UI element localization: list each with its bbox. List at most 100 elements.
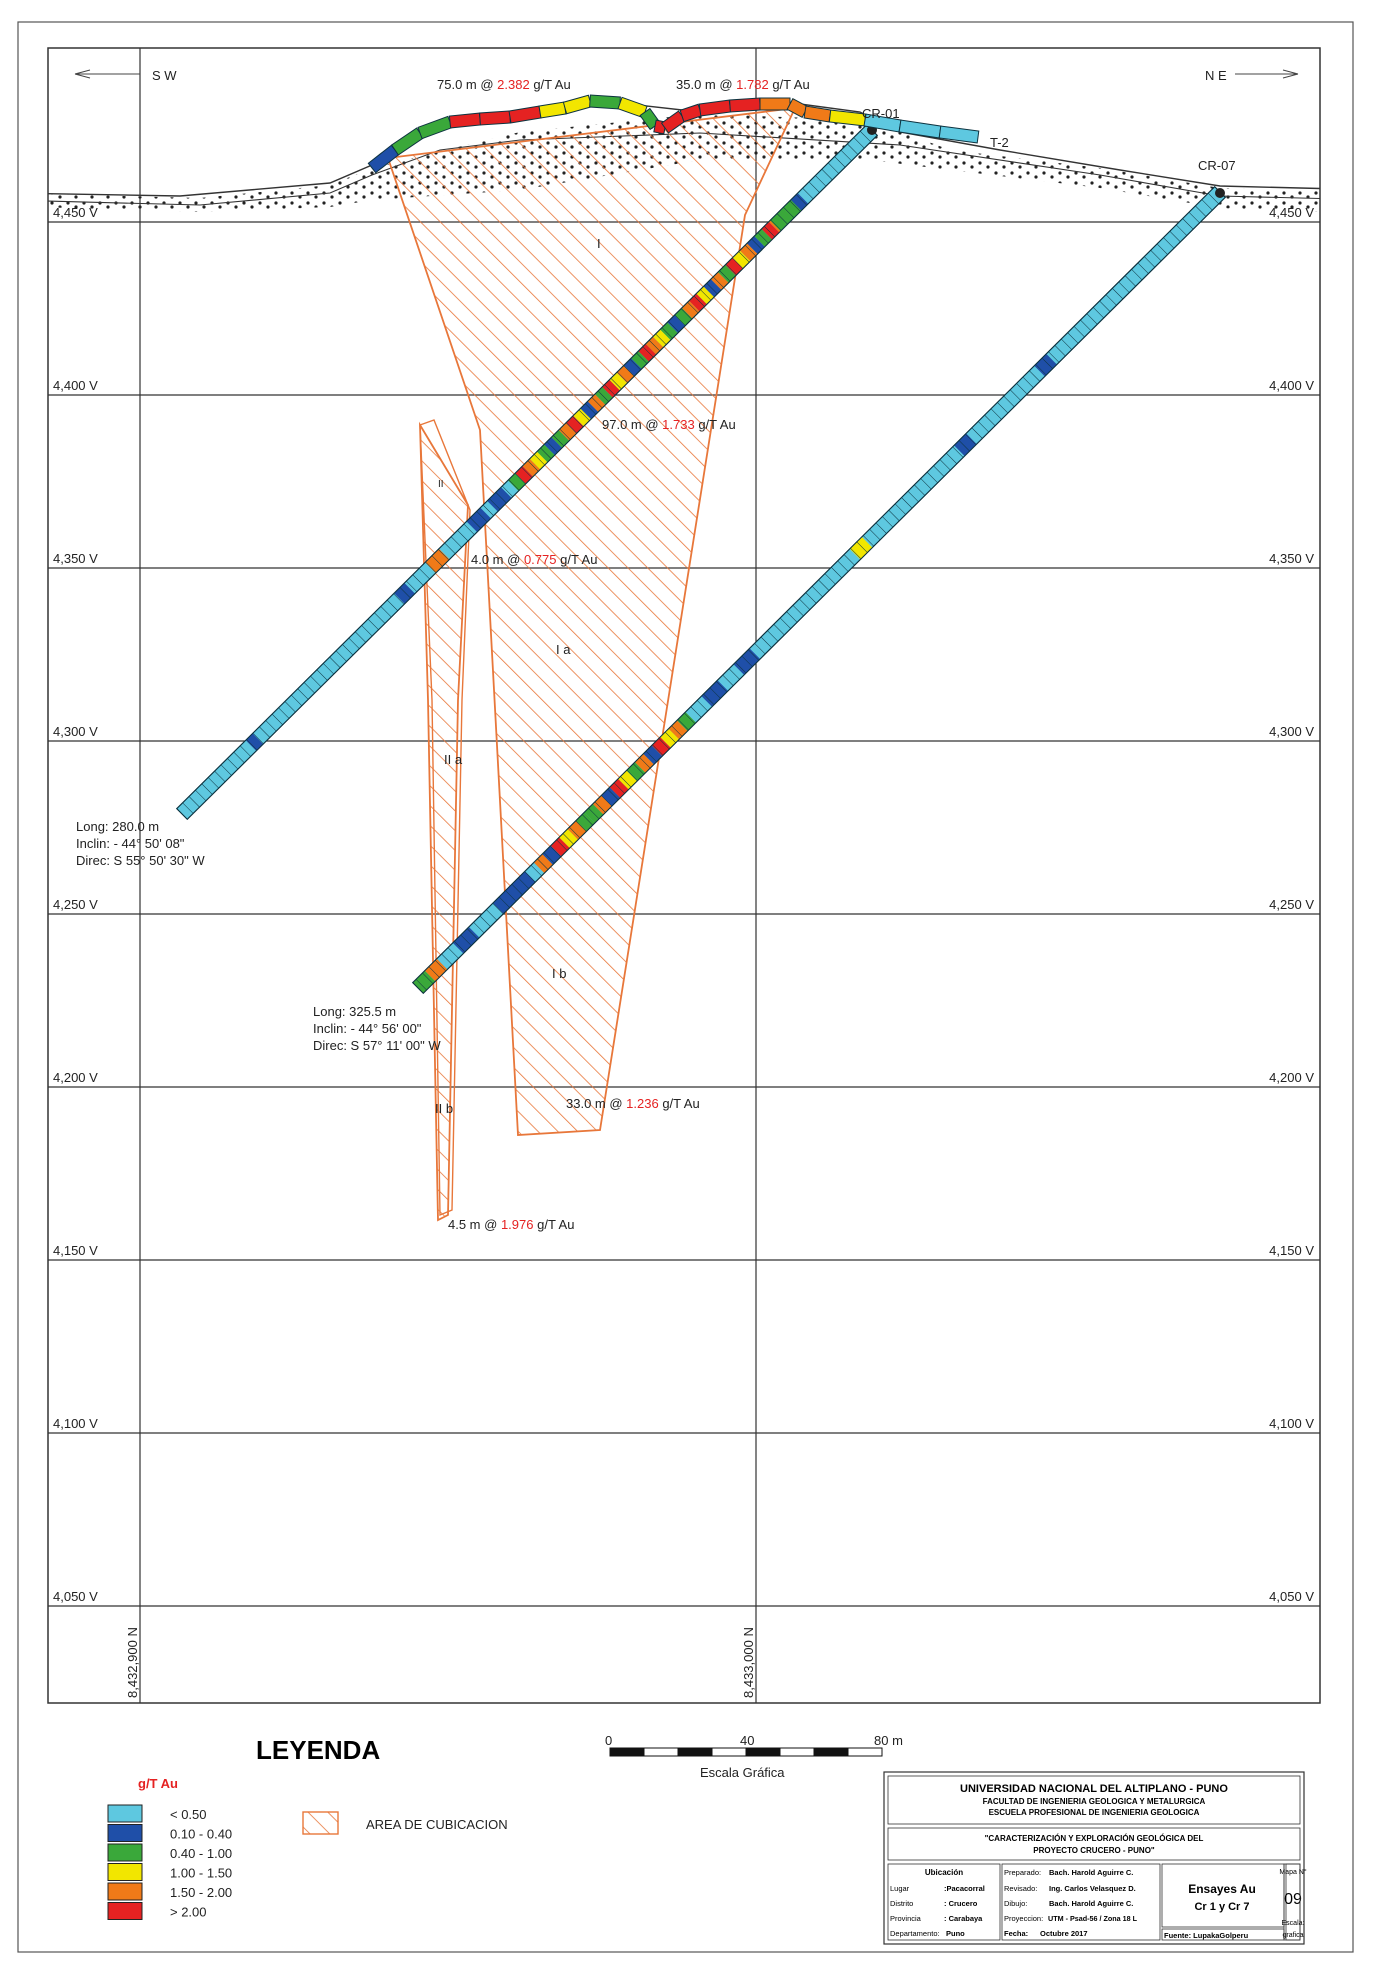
elevation-label-left: 4,300 V [53,724,98,739]
scale-bar: 0 40 80 m Escala Gráfica [605,1733,903,1780]
hole1-inclination: Inclin: - 44° 50' 08" [76,836,185,851]
hole1-direction: Direc: S 55° 50' 30" W [76,853,205,868]
scale-segment [643,1747,679,1757]
tb-map-title-2: Cr 1 y Cr 7 [1194,1901,1249,1913]
elevation-label-right: 4,050 V [1269,1589,1314,1604]
elevation-label-right: 4,200 V [1269,1070,1314,1085]
elevation-label-right: 4,100 V [1269,1416,1314,1431]
tb-escala-label: Escala: [1282,1920,1305,1927]
scale-tick-80: 80 m [874,1733,903,1748]
scale-caption: Escala Gráfica [700,1765,785,1780]
trench-label-t2: T-2 [990,135,1009,150]
orientation-arrows: S W N E [74,68,1299,83]
scale-segment [779,1747,815,1757]
label-sw: S W [152,68,177,83]
northing-label: 8,433,000 N [741,1627,756,1698]
elevation-label-right: 4,150 V [1269,1243,1314,1258]
section-labels: CR-01 CR-07 T-2 I I a I b II II a II b 7… [76,77,1236,1232]
cover-deposit [48,114,1320,212]
scale-segment [609,1747,645,1757]
elevation-label-left: 4,150 V [53,1243,98,1258]
northing-label: 8,432,900 N [125,1627,140,1698]
tb-provincia-label: Provincia [890,1914,922,1923]
intercept-2: 35.0 m @ 1.782 g/T Au [676,77,810,92]
elevation-label-left: 4,100 V [53,1416,98,1431]
scale-tick-0: 0 [605,1733,612,1748]
tb-university: UNIVERSIDAD NACIONAL DEL ALTIPLANO - PUN… [960,1783,1228,1795]
legend-class-label: 0.10 - 0.40 [170,1827,232,1842]
trench-sample [448,112,482,129]
zone-label-II: II [438,479,444,490]
page-border [17,21,1354,1953]
scale-tick-40: 40 [740,1733,754,1748]
legend-class-label: < 0.50 [170,1807,207,1822]
elevation-label-right: 4,350 V [1269,551,1314,566]
legend-class-label: 1.00 - 1.50 [170,1866,232,1881]
intercept-1: 75.0 m @ 2.382 g/T Au [437,77,571,92]
tb-project-1: "CARACTERIZACIÓN Y EXPLORACIÓN GEOLÓGICA… [985,1834,1204,1843]
hole1-length: Long: 280.0 m [76,819,159,834]
tb-departamento-label: Departamento: [890,1929,940,1938]
tb-proyeccion: UTM - Psad-56 / Zona 18 L [1048,1914,1138,1923]
hole-label-cr07: CR-07 [1198,158,1236,173]
tb-school: ESCUELA PROFESIONAL DE INGENIERIA GEOLOG… [989,1808,1200,1817]
zone-label-I: I [597,236,601,251]
elevation-label-left: 4,350 V [53,551,98,566]
hole2-length: Long: 325.5 m [313,1004,396,1019]
tb-lugar: :Pacacorral [944,1884,985,1893]
elevation-label-left: 4,250 V [53,897,98,912]
cover-base-line [48,132,1320,206]
tb-preparado: Bach. Harold Aguirre C. [1049,1868,1133,1877]
label-ne: N E [1205,68,1227,83]
legend-area-label: AREA DE CUBICACION [366,1817,508,1832]
tb-preparado-label: Preparado: [1004,1868,1041,1877]
title-block: UNIVERSIDAD NACIONAL DEL ALTIPLANO - PUN… [883,1771,1305,1945]
tb-project-2: PROYECTO CRUCERO - PUNO" [1033,1846,1155,1855]
zone-label-IIb: II b [435,1101,453,1116]
hole2-direction: Direc: S 57° 11' 00" W [313,1038,441,1053]
tb-distrito-label: Distrito [890,1899,913,1908]
tb-map-title-1: Ensayes Au [1188,1882,1256,1896]
collar-cr07 [1215,188,1225,198]
elevation-label-left: 4,400 V [53,378,98,393]
intercept-3: 97.0 m @ 1.733 g/T Au [602,417,736,432]
tb-mapa-number: 09 [1284,1891,1302,1908]
trench-sample [759,97,791,111]
legend-class-label: 0.40 - 1.00 [170,1846,232,1861]
tb-dibujo: Bach. Harold Aguirre C. [1049,1899,1133,1908]
zone-label-IIa: II a [444,752,463,767]
scale-segment [677,1747,713,1757]
tb-lugar-label: Lugar [890,1884,910,1893]
tb-escala: grafica [1282,1932,1303,1939]
legend: LEYENDA g/T Au < 0.50 0.10 - 0.40 0.40 - 1… [107,1735,508,1920]
legend-unit: g/T Au [138,1776,178,1791]
tb-faculty: FACULTAD DE INGENIERIA GEOLOGICA Y METAL… [983,1797,1206,1806]
tb-map-number-frame [1283,1863,1301,1941]
tb-proyeccion-label: Proyeccion: [1004,1914,1043,1923]
drill-holes [176,123,1226,995]
legend-swatch [107,1863,143,1881]
trench-sample [938,125,980,144]
tb-mapa-label: Mapa N° [1279,1868,1307,1876]
intercept-5: 33.0 m @ 1.236 g/T Au [566,1096,700,1111]
elevation-label-left: 4,450 V [53,205,98,220]
elevation-label-left: 4,050 V [53,1589,98,1604]
zone-label-Ia: I a [556,642,571,657]
surface-trench-samples [367,94,980,174]
elevation-label-left: 4,200 V [53,1070,98,1085]
tb-distrito: : Crucero [944,1899,978,1908]
legend-class-label: > 2.00 [170,1905,207,1920]
tb-revisado: Ing. Carlos Velasquez D. [1049,1884,1136,1893]
legend-swatch [107,1902,143,1920]
legend-class-label: 1.50 - 2.00 [170,1885,232,1900]
legend-title: LEYENDA [256,1735,380,1765]
trench-sample [589,94,621,110]
scale-segment [813,1747,849,1757]
legend-hatch-swatch [302,1811,339,1835]
tb-fecha-label: Fecha: [1004,1929,1028,1938]
elevation-label-right: 4,250 V [1269,897,1314,912]
tb-provincia: : Carabaya [944,1914,983,1923]
